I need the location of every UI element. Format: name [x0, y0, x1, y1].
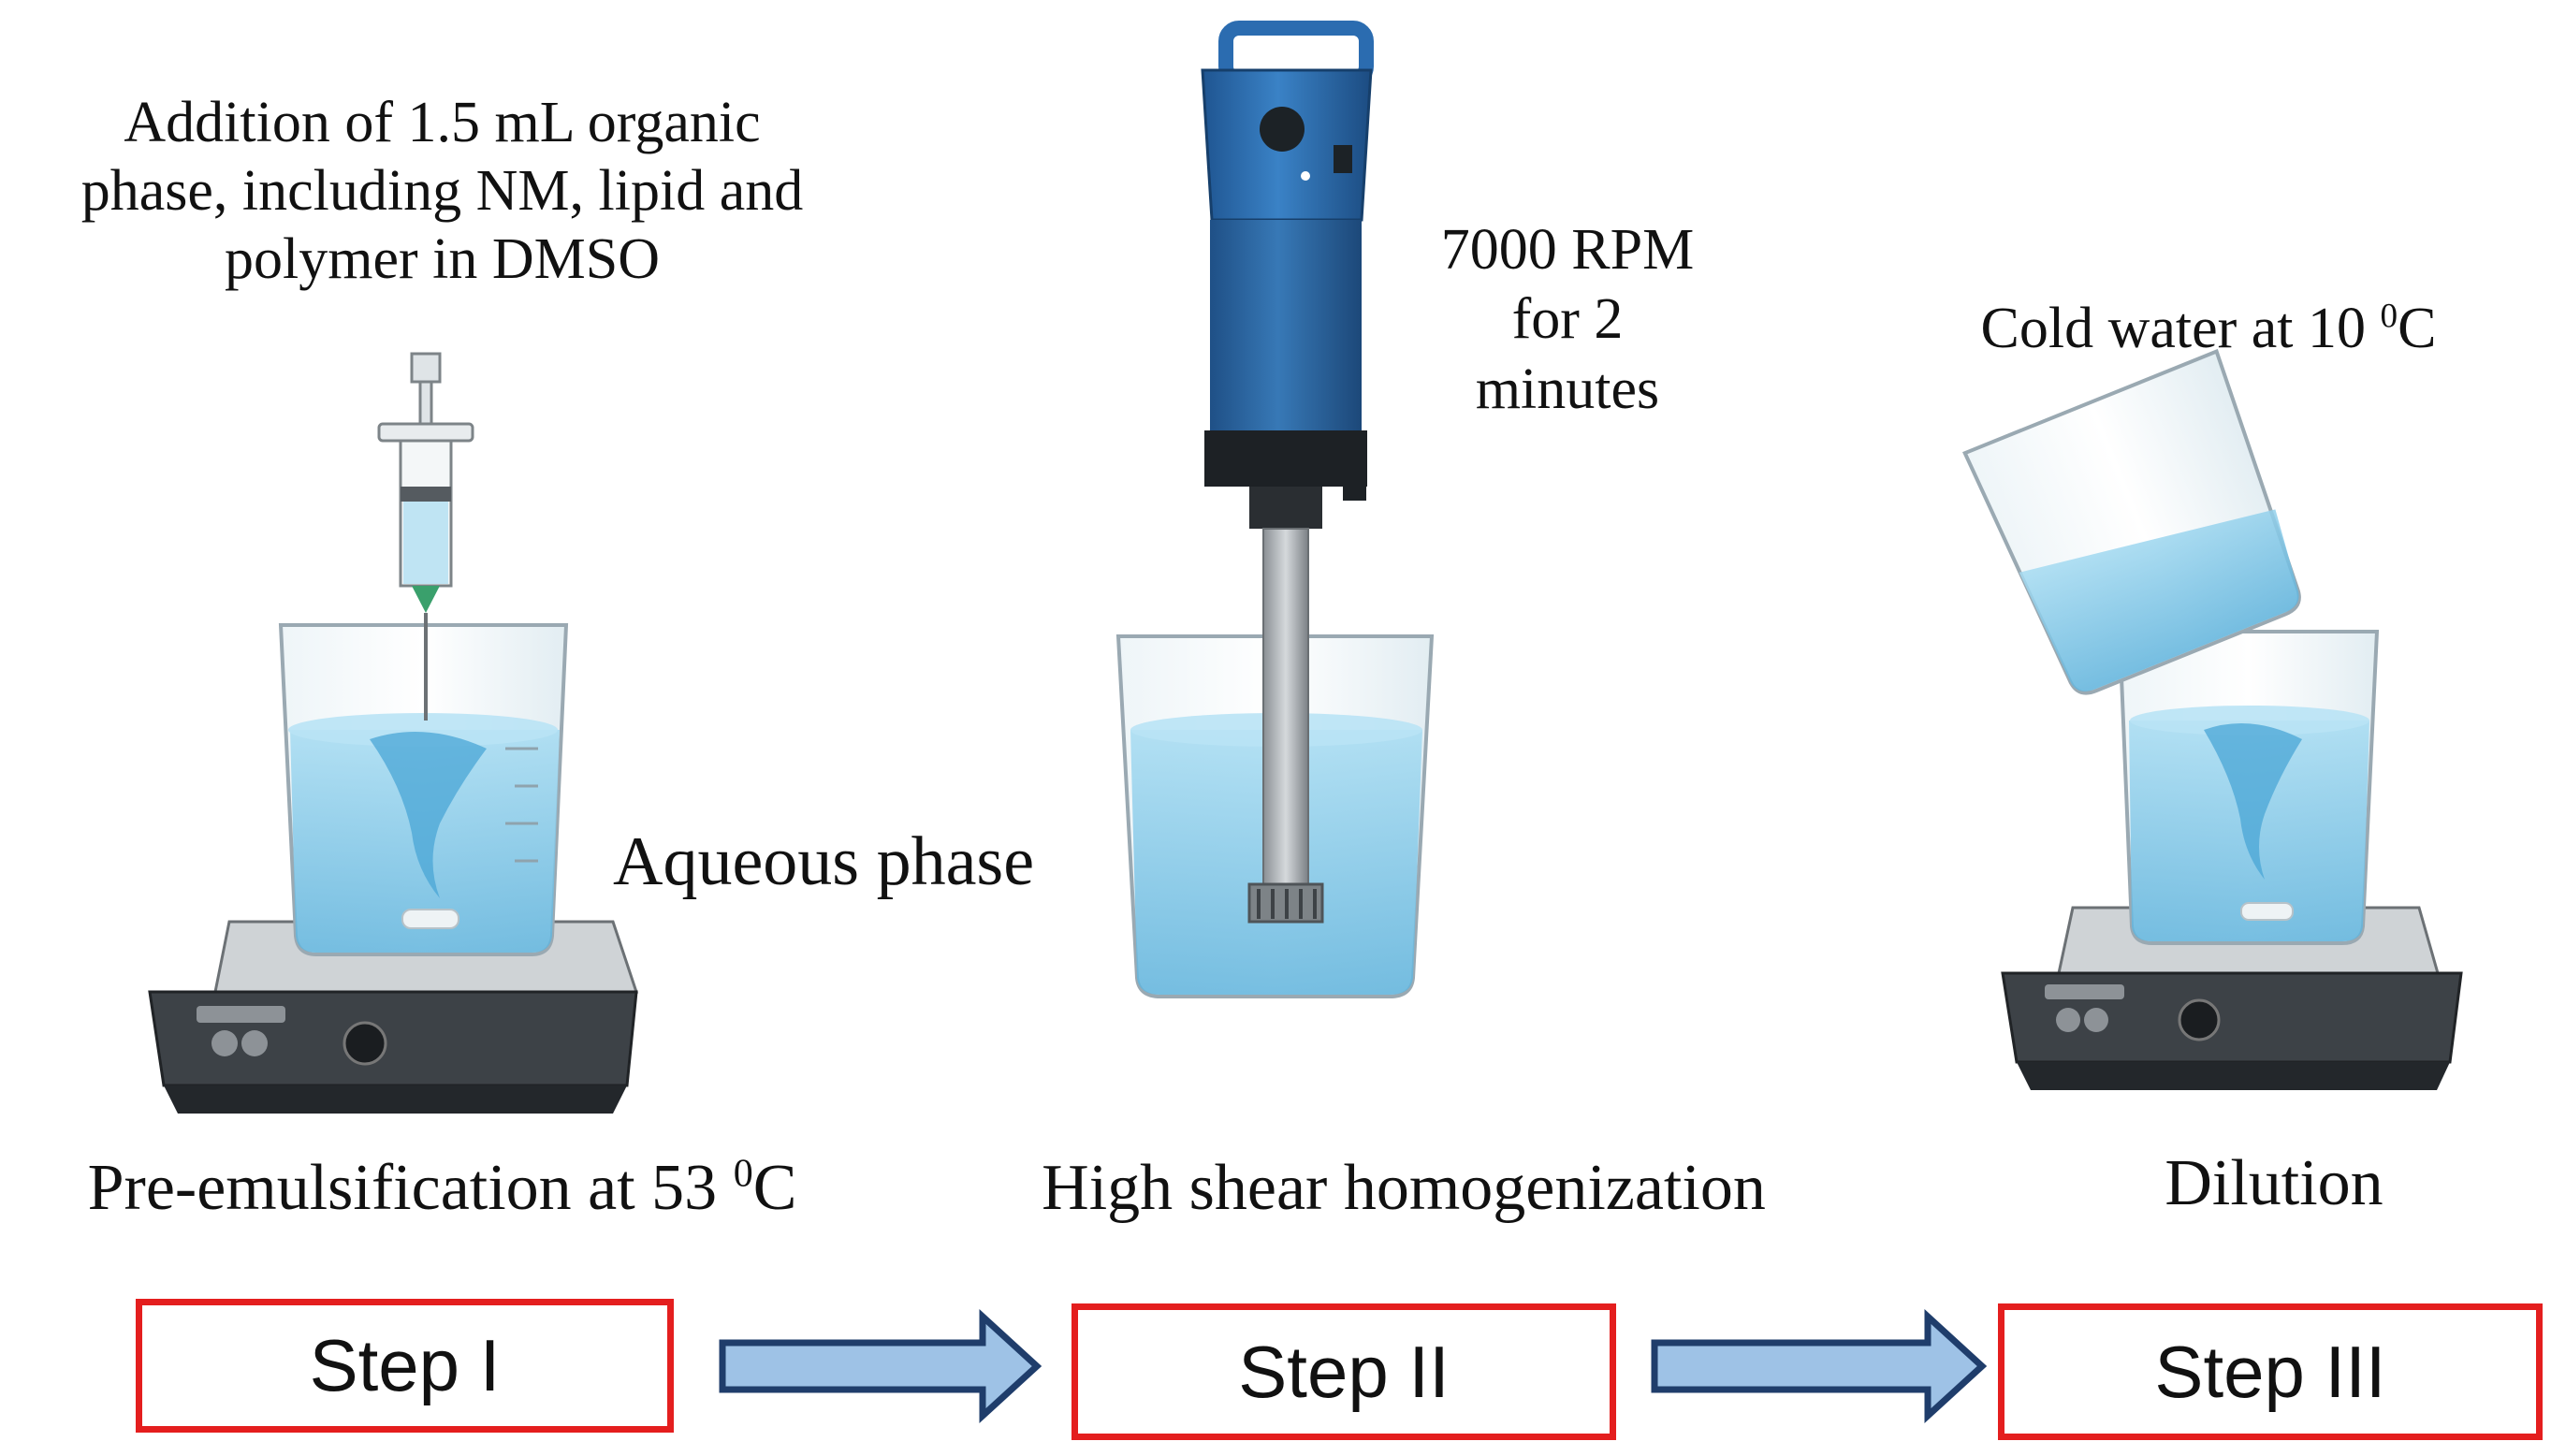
homogenizer-icon	[1201, 21, 1374, 924]
step-2-label: Step II	[1238, 1330, 1450, 1413]
step1-caption: Pre-emulsification at 53 0C	[19, 1151, 866, 1226]
step3-caption: Dilution	[2165, 1147, 2383, 1219]
step1-degree-sup: 0	[733, 1152, 753, 1196]
syringe-icon	[377, 352, 474, 721]
step3-unit: C	[2398, 297, 2437, 360]
beaker-3	[2117, 630, 2380, 945]
arrow-step1-to-step2	[719, 1309, 1042, 1423]
beaker-1	[278, 623, 569, 956]
pouring-beaker-icon	[1962, 348, 2301, 695]
step2-description-line3: minutes	[1475, 357, 1660, 421]
step1-caption-text: Pre-emulsification at 53	[87, 1152, 734, 1224]
step2-description: 7000 RPM for 2 minutes	[1371, 215, 1764, 424]
step3-description-text: Cold water at 10	[1980, 297, 2381, 360]
step2-description-line1: 7000 RPM	[1440, 218, 1695, 282]
step-1-label: Step I	[309, 1324, 501, 1406]
step2-description-line2: for 2	[1511, 287, 1624, 352]
arrow-step2-to-step3	[1651, 1309, 1988, 1423]
step1-description-line1: Addition of 1.5 mL organic	[124, 91, 761, 154]
step1-description-line3: polymer in DMSO	[225, 227, 660, 292]
step-3-label: Step III	[2154, 1330, 2386, 1413]
step3-degree-sup: 0	[2380, 297, 2398, 336]
step3-description: Cold water at 10 0C	[1928, 295, 2489, 363]
step1-description: Addition of 1.5 mL organic phase, includ…	[19, 89, 866, 294]
step-2-box: Step II	[1071, 1303, 1616, 1440]
step-1-box: Step I	[136, 1299, 674, 1433]
aqueous-phase-label: Aqueous phase	[613, 823, 1035, 900]
step1-unit: C	[752, 1152, 797, 1224]
step2-caption: High shear homogenization	[1042, 1152, 1766, 1224]
step1-description-line2: phase, including NM, lipid and	[80, 159, 804, 224]
step-3-box: Step III	[1998, 1303, 2543, 1440]
